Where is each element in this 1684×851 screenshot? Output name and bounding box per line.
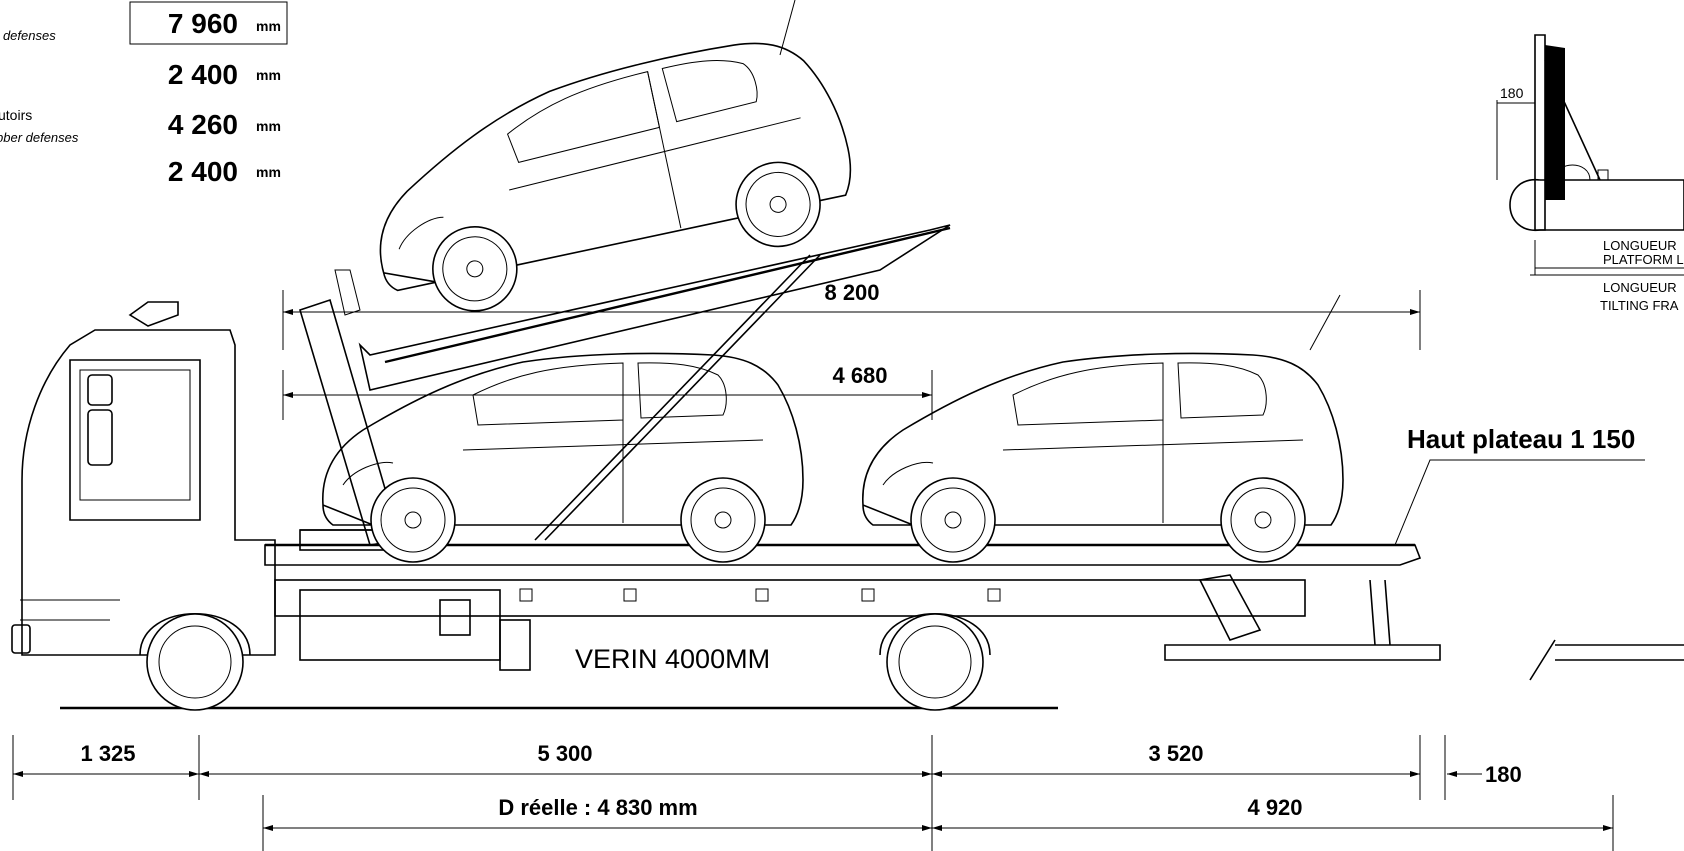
dim-4920: 4 920 [1247, 795, 1302, 820]
car-upper [351, 24, 866, 330]
dim-180: 180 [1485, 762, 1522, 787]
dim-4680: 4 680 [832, 363, 887, 388]
spec-value: 2 400 [168, 59, 238, 90]
beacon-icon [128, 301, 179, 327]
dim-1325: 1 325 [80, 741, 135, 766]
platform-length-en: PLATFORM L [1603, 252, 1684, 267]
bottom-dimensions: 1 325 5 300 3 520 180 D réelle : 4 830 m… [12, 735, 1614, 851]
spec-unit: mm [256, 67, 281, 83]
dim-platform: 8 200 [282, 280, 1421, 350]
spec-unit: mm [256, 118, 281, 134]
tilting-frame-en: TILTING FRA [1600, 298, 1679, 313]
dim-actual-distance: D réelle : 4 830 mm [498, 795, 697, 820]
rear-wheel [886, 613, 984, 711]
spec-box [129, 1, 288, 45]
spec-unit: mm [256, 18, 281, 34]
cylinder-label: VERIN 4000MM [575, 644, 770, 674]
platform-length-fr: LONGUEUR [1603, 238, 1677, 253]
dim-3520: 3 520 [1148, 741, 1203, 766]
bed-height-label: Haut plateau 1 150 [1407, 424, 1635, 454]
chassis [264, 543, 1684, 711]
tilting-frame-fr: LONGUEUR [1603, 280, 1677, 295]
car-rear-bed [861, 352, 1344, 563]
spec-value: 7 960 [168, 8, 238, 39]
dim-bed-height: Haut plateau 1 150 [1394, 424, 1645, 546]
spec-label: utoirs [0, 107, 32, 123]
spec-sublabel: bber defenses [0, 130, 79, 145]
truck-cab [11, 301, 276, 711]
dim-car-spacing: 4 680 [282, 363, 933, 420]
front-wheel [146, 613, 244, 711]
dim-5300: 5 300 [537, 741, 592, 766]
spec-unit: mm [256, 164, 281, 180]
spec-value: 2 400 [168, 156, 238, 187]
spec-table: r defenses 7 960 mm 2 400 mm utoirs bber… [0, 1, 288, 187]
spec-label: r defenses [0, 28, 56, 43]
dim-8200: 8 200 [824, 280, 879, 305]
spec-value: 4 260 [168, 109, 238, 140]
detail-dim: 180 [1500, 85, 1524, 101]
detail-view: 180 LONGUEUR PLATFORM L LONGUEUR TILTING… [1496, 34, 1684, 313]
